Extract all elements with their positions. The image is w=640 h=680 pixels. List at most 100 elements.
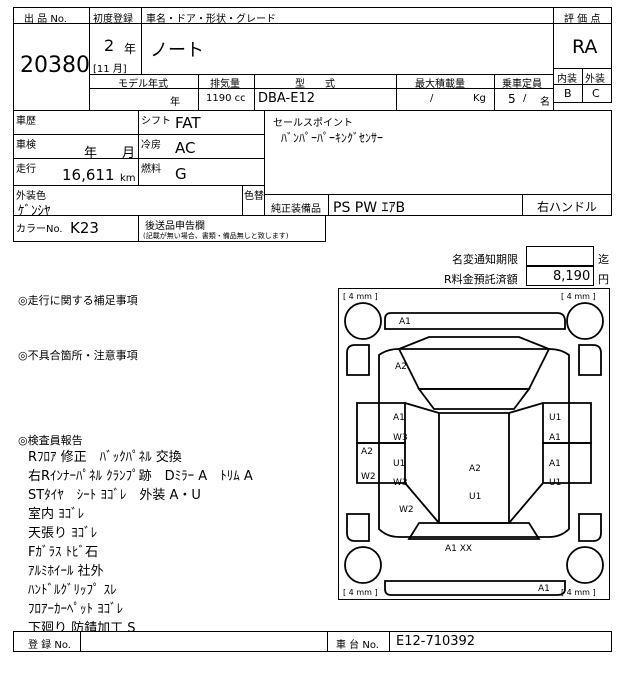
- mark-hood-left: A2: [395, 362, 407, 372]
- registration-number-label: 登 録 No.: [28, 640, 71, 651]
- driving-notes-heading: ◎走行に関する補足事項: [18, 294, 138, 307]
- exterior-color-box: 外装色 ｹﾞﾝｼﾔ: [13, 185, 243, 219]
- model-year-label: モデル年式: [118, 79, 168, 90]
- exterior-grade: C: [592, 87, 600, 100]
- genuine-equipment-box: 純正装備品 PS PW ｴｱB: [264, 194, 523, 216]
- first-reg-month: [11 月]: [93, 64, 127, 75]
- inspector-remark: STﾀｲﾔ ｼｰﾄ ﾖｺﾞﾚ 外装 A・U: [28, 488, 201, 503]
- shift-box: シフト FAT: [138, 110, 265, 135]
- score-label: 評 価 点: [564, 14, 601, 25]
- mark-rear-bumper: A1: [538, 584, 550, 594]
- exterior-color-label: 外装色: [16, 191, 46, 202]
- capacity-sep: /: [523, 93, 527, 104]
- mark-rear-door-right-1: A1: [549, 459, 561, 469]
- name-change-unit: 迄: [598, 253, 609, 266]
- tire-depth-br: [ 4 mm ]: [561, 588, 596, 597]
- mark-rear-panel: A1 XX: [445, 544, 472, 554]
- interior-label: 内装: [557, 74, 577, 85]
- year-unit: 年: [124, 42, 137, 56]
- genuine-equip-label: 純正装備品: [271, 204, 321, 215]
- mark-front-door-left-2: W3: [393, 433, 408, 443]
- steering-value: 右ハンドル: [537, 200, 598, 214]
- mark-front-door-left-1: A1: [393, 413, 405, 423]
- inspector-remark: ﾊﾝﾄﾞﾙｸﾞﾘｯﾌﾟ ｽﾚ: [28, 583, 117, 598]
- mark-rear-door-right-2: U1: [549, 478, 561, 488]
- genuine-equip-value: PS PW ｴｱB: [333, 200, 406, 216]
- capacity-label: 乗車定員: [502, 79, 542, 90]
- mileage-label: 走行: [16, 164, 36, 175]
- tire-depth-bl: [ 4 mm ]: [343, 588, 378, 597]
- recycle-fee-field: 8,190: [526, 266, 594, 286]
- lot-number-box: 出 品 No. 20380: [13, 7, 90, 111]
- model-type-label: 型 式: [295, 79, 335, 90]
- shift-value: FAT: [175, 114, 201, 132]
- mark-rear-quarter-left: W2: [399, 505, 414, 515]
- inspector-remark: ｱﾙﾐﾎｲｰﾙ 社外: [28, 564, 104, 579]
- color-no-label: カラーNo.: [16, 224, 63, 235]
- mark-left-side-2: W2: [361, 472, 376, 482]
- inspection-month-unit: 月: [122, 146, 136, 161]
- mark-rear-door-left-2: W3: [393, 478, 408, 488]
- ac-value: AC: [175, 139, 196, 157]
- max-load-sep: /: [430, 93, 434, 104]
- sales-point-value: ﾊﾞﾝﾊﾟｰﾊﾟｰｷﾝｸﾞｾﾝｻｰ: [281, 131, 384, 145]
- car-name-box: 車名・ドア・形状・グレード ノート: [141, 7, 554, 75]
- inspector-remark: ﾌﾛｱｰｶｰﾍﾟｯﾄ ﾖｺﾞﾚ: [28, 602, 124, 617]
- score-value: RA: [572, 36, 598, 58]
- mileage-box: 走行 16,611 km: [13, 158, 139, 186]
- car-name-label: 車名・ドア・形状・グレード: [146, 14, 276, 25]
- tire-depth-tr: [ 4 mm ]: [561, 292, 596, 301]
- max-load-label: 最大積載量: [415, 79, 465, 90]
- capacity-value: 5: [508, 92, 516, 106]
- exterior-label: 外装: [585, 74, 605, 85]
- steering-box: 右ハンドル: [522, 194, 612, 216]
- mileage-unit: km: [120, 173, 136, 184]
- sales-point-box: セールスポイント ﾊﾞﾝﾊﾟｰﾊﾟｰｷﾝｸﾞｾﾝｻｰ: [264, 110, 612, 195]
- model-type-value: DBA-E12: [258, 91, 315, 106]
- tire-depth-tl: [ 4 mm ]: [343, 292, 378, 301]
- inspection-label: 車検: [16, 140, 36, 151]
- first-reg-label: 初度登録: [93, 14, 133, 25]
- post-report-label: 後送品申告欄: [145, 221, 205, 232]
- ac-box: 冷房 AC: [138, 134, 265, 159]
- lot-number: 20380: [20, 53, 90, 78]
- mark-left-side: A2: [361, 447, 373, 457]
- recycle-fee-unit: 円: [598, 273, 609, 286]
- car-diagram-svg: [ 4 mm ] [ 4 mm ] [ 4 mm ] [ 4 mm ] A1 A…: [343, 292, 604, 597]
- inspector-remark: Fｶﾞﾗｽ ﾄﾋﾞ石: [28, 545, 99, 560]
- car-diagram: [ 4 mm ] [ 4 mm ] [ 4 mm ] [ 4 mm ] A1 A…: [338, 288, 610, 600]
- registration-number-box: 登 録 No.: [13, 631, 328, 652]
- history-label: 車歴: [16, 116, 36, 127]
- inspection-year-unit: 年: [84, 146, 98, 161]
- lot-number-label: 出 品 No.: [24, 14, 67, 25]
- mark-roof-1: A2: [469, 464, 481, 474]
- max-load-unit: Kg: [473, 93, 486, 104]
- shift-label: シフト: [141, 116, 171, 127]
- color-no-box: カラーNo. K23: [13, 215, 139, 242]
- defects-heading: ◎不具合箇所・注意事項: [18, 349, 138, 362]
- mark-front-bumper: A1: [399, 317, 411, 327]
- inspector-remark: 右Rｲﾝﾅｰﾊﾟﾈﾙ ｸﾗﾝﾌﾟ跡 Dﾐﾗｰ A ﾄﾘﾑ A: [28, 469, 253, 484]
- fuel-label: 燃料: [141, 164, 161, 175]
- color-no-value: K23: [70, 219, 99, 237]
- fuel-value: G: [175, 165, 187, 183]
- capacity-unit: 名: [540, 97, 550, 108]
- mileage-value: 16,611: [62, 166, 115, 184]
- interior-grade: B: [564, 87, 572, 100]
- history-box: 車歴: [13, 110, 139, 135]
- color-change-box: 色替: [242, 185, 265, 216]
- displacement-label: 排気量: [210, 79, 240, 90]
- recycle-fee-label: R料金預託済額: [444, 273, 518, 286]
- score-box: 評 価 点 RA 内装 外装 B C: [553, 7, 612, 103]
- fuel-box: 燃料 G: [138, 158, 265, 186]
- inspector-remark: 天張り ﾖｺﾞﾚ: [28, 526, 98, 541]
- mark-rear-door-left-1: U1: [393, 459, 405, 469]
- first-registration-box: 初度登録 2 年 [11 月]: [89, 7, 142, 75]
- mark-front-door-right-1: U1: [549, 413, 561, 423]
- car-name: ノート: [150, 40, 204, 61]
- chassis-number-label: 車 台 No.: [336, 640, 379, 651]
- ac-label: 冷房: [141, 140, 161, 151]
- recycle-fee-value: 8,190: [553, 269, 591, 284]
- displacement-value: 1190 cc: [206, 93, 246, 104]
- post-report-box: 後送品申告欄 (記載が無い場合、書類・備品無しと致します): [138, 215, 326, 242]
